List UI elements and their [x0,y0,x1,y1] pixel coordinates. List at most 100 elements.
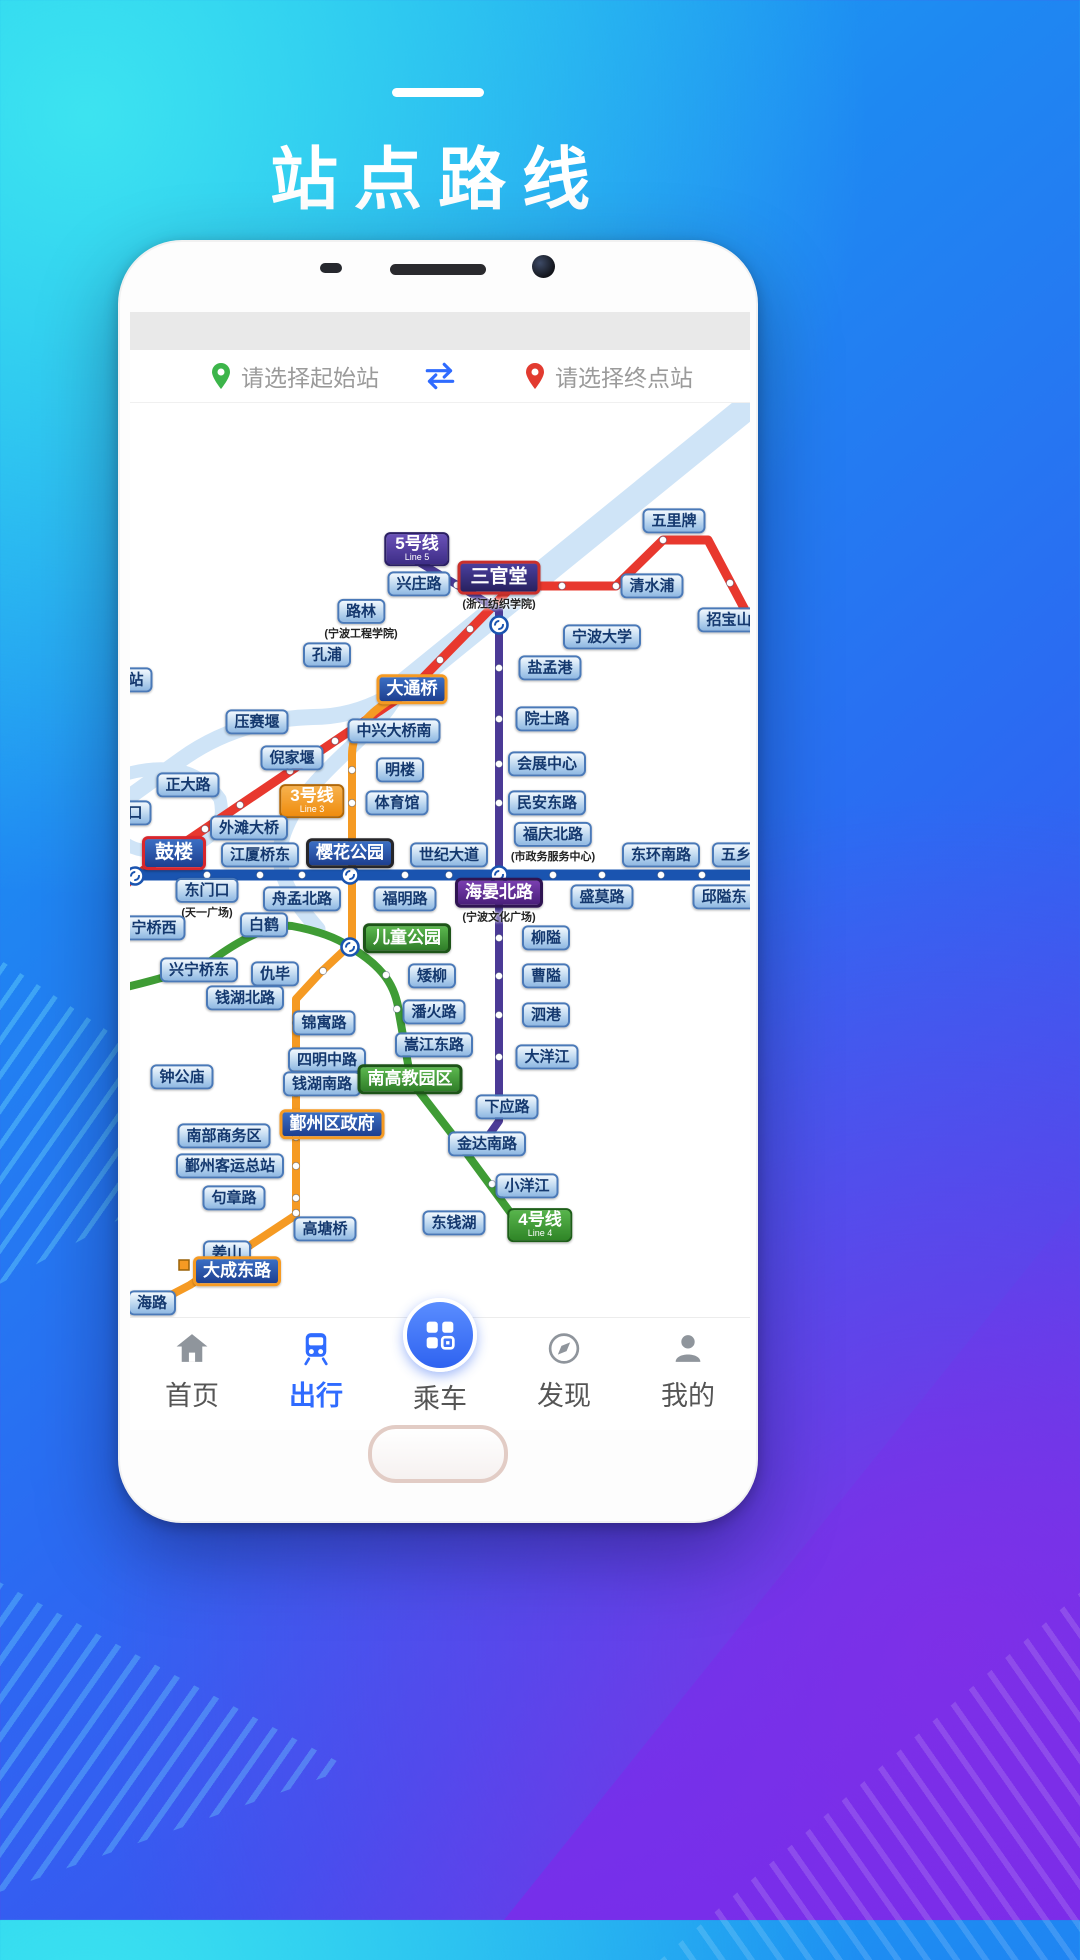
station-label: 邱隘东 [692,884,750,910]
station-dot [697,870,707,880]
station-label: 四明中路 [287,1047,367,1073]
station-label: 大成东路 [193,1256,281,1286]
station-label: 孔浦 [302,642,352,668]
station-label: 宁桥西 [130,915,186,941]
tab-home[interactable]: 首页 [130,1318,254,1413]
station-dot [347,765,357,775]
station-dot [597,870,607,880]
station-dot [235,800,245,810]
train-icon [304,1333,328,1366]
background-stripes-bottom-left [0,1540,350,1920]
tab-discover-label: 发现 [537,1381,591,1411]
station-dot [444,870,454,880]
station-label: 五里牌 [642,508,706,534]
station-label: 大通桥 [376,674,448,704]
station-label: 路林(宁波工程学院) [324,598,398,641]
station-label: 东环南路 [621,842,701,868]
station-dot [557,581,567,591]
station-dot [200,824,210,834]
metro-line-river-yaojiang [130,683,406,807]
station-label: 兴庄路 [387,571,451,597]
depot-marker [178,1259,190,1271]
station-label: 倪家堰 [260,745,324,771]
station-label: 南高教园区 [357,1064,463,1094]
end-station-selector[interactable]: 请选择终点站 [524,350,693,402]
station-label: 仇毕 [250,961,300,987]
station-label: 下应路 [475,1094,539,1120]
station-label: 招宝山 [697,607,750,633]
tab-discover[interactable]: 发现 [502,1318,626,1413]
ride-qr-button[interactable] [403,1298,477,1372]
station-label: 舟孟北路 [262,886,342,912]
station-label: 福明路 [373,886,437,912]
station-dot [725,578,735,588]
station-label: 柳隘 [521,925,571,951]
station-dot [330,736,340,746]
station-label: 金达南路 [447,1131,527,1157]
tab-travel-label: 出行 [289,1381,343,1411]
station-label: 小洋江 [495,1173,559,1199]
phone-camera [532,255,555,278]
station-label: 世纪大道 [409,842,489,868]
station-label: 明楼 [375,757,425,783]
compass-icon [548,1333,580,1364]
tab-mine[interactable]: 我的 [626,1318,750,1413]
station-dot [494,933,504,943]
tab-bar: 首页 出行 [130,1298,750,1414]
phone-speaker [390,264,486,275]
end-pin-icon [526,363,544,389]
swap-stations-button[interactable] [422,360,458,392]
tab-home-label: 首页 [165,1381,219,1411]
station-dot [400,870,410,880]
interchange-icon-inner [345,942,355,952]
person-icon [675,1335,701,1362]
station-label: 压赛堰 [225,709,289,735]
phone-sensor [320,263,342,273]
background-stripes-bottom-right [660,1540,1080,1960]
station-dot [318,966,328,976]
tab-ride[interactable]: 乘车 [378,1298,502,1414]
station-label: 中兴大桥南 [347,718,441,744]
station-dot [494,1010,504,1020]
station-label: 站 [130,667,153,693]
start-station-selector[interactable]: 请选择起始站 [210,350,379,402]
home-icon [176,1334,208,1362]
station-label: 民安东路 [507,790,587,816]
station-dot [656,870,666,880]
station-dot [548,870,558,880]
station-label: 矮柳 [407,963,457,989]
station-label: 正大路 [156,772,220,798]
station-label: 院士路 [515,706,579,732]
station-label: 三官堂(浙江纺织学院) [457,560,541,612]
station-dot [297,870,307,880]
phone-home-button[interactable] [368,1425,508,1483]
station-label: 体育馆 [365,790,429,816]
end-station-placeholder: 请选择终点站 [555,365,693,391]
start-station-placeholder: 请选择起始站 [241,365,379,391]
tab-mine-label: 我的 [661,1381,715,1411]
station-label: 海路 [130,1290,177,1316]
route-select-bar: 请选择起始站 请选择终点站 [130,350,750,403]
station-label: 东钱湖 [422,1210,486,1236]
station-label: 钱湖南路 [282,1071,362,1097]
interchange-icon-inner [494,620,504,630]
station-label: 儿童公园 [363,923,451,953]
station-label: 白鹤 [239,912,289,938]
station-dot [255,870,265,880]
station-label: 口 [130,800,152,826]
start-pin-icon [212,363,230,389]
station-label: 钟公庙 [150,1064,214,1090]
station-dot [494,759,504,769]
station-label: 鄞州区政府 [279,1109,385,1139]
station-dot [291,1193,301,1203]
station-dot [494,798,504,808]
station-dot [494,1052,504,1062]
station-label: 锦寓路 [292,1010,356,1036]
station-dot [494,714,504,724]
station-dot [392,1004,402,1014]
tab-travel[interactable]: 出行 [254,1318,378,1413]
